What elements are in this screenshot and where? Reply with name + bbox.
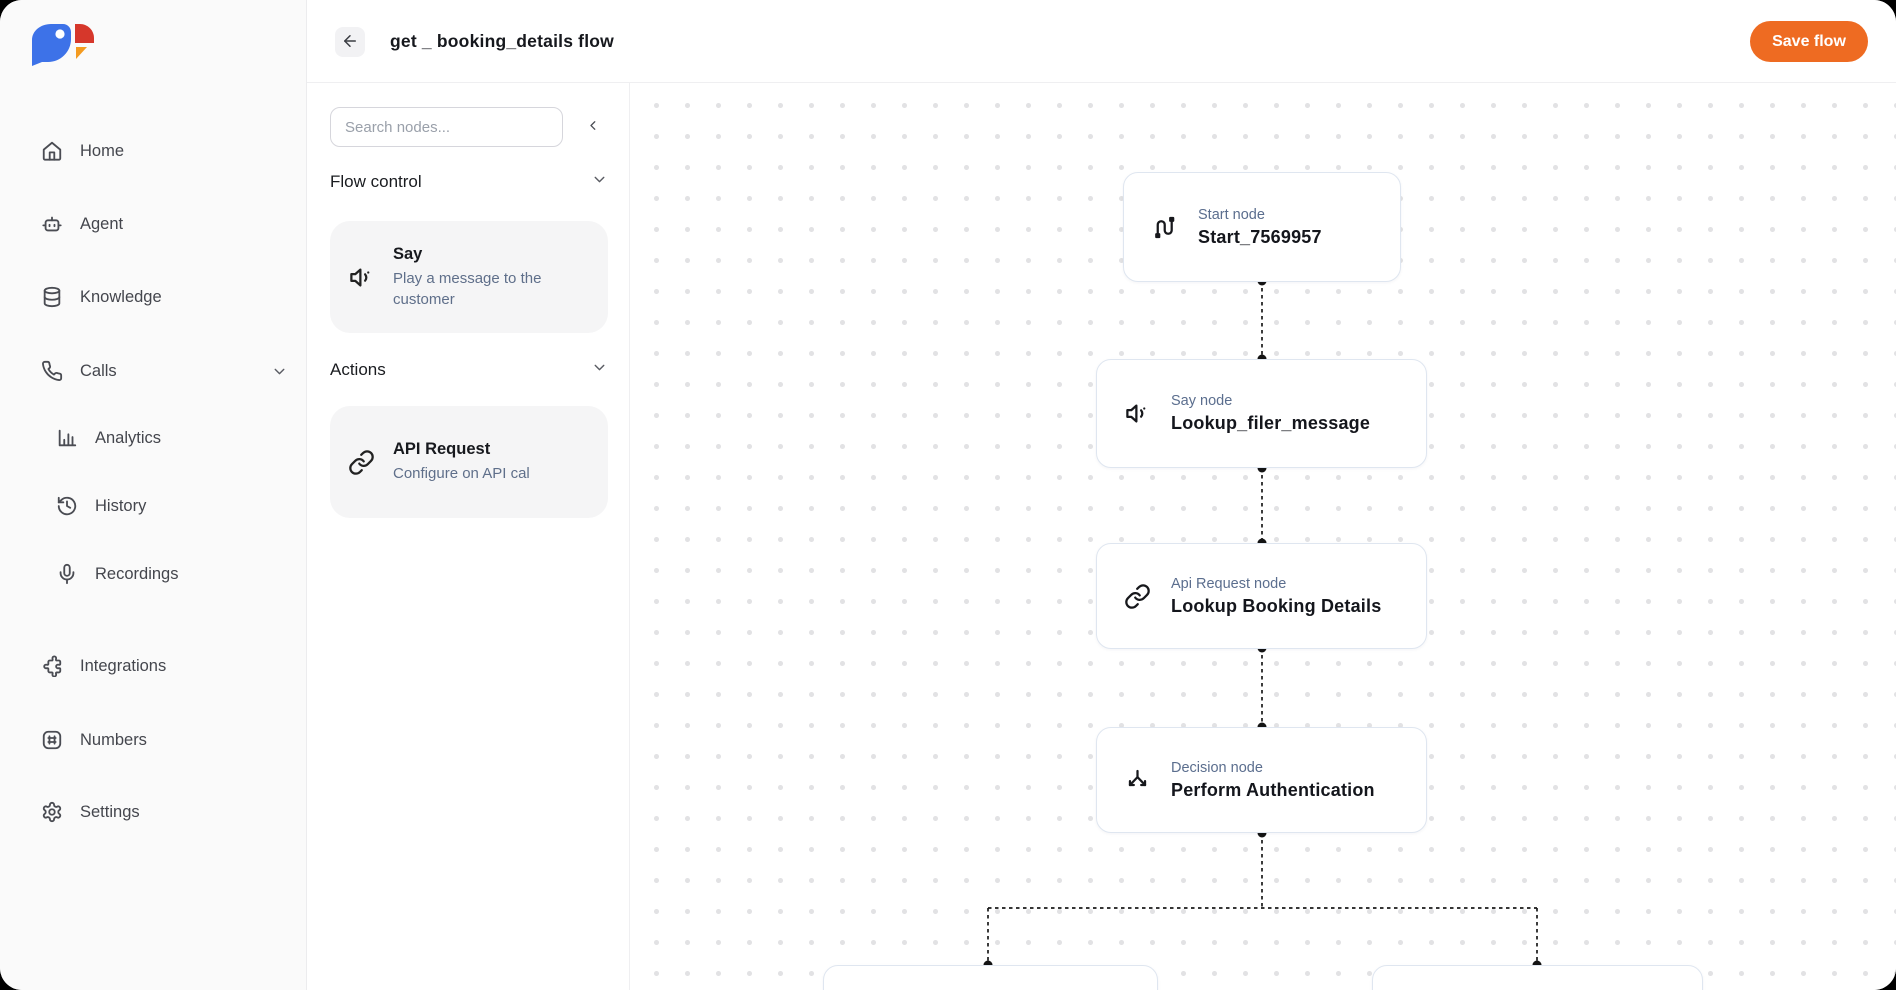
microphone-icon — [55, 563, 78, 586]
node-name: Start_7569957 — [1198, 226, 1322, 247]
sidebar-item-label: Numbers — [80, 730, 147, 749]
node-branch-left[interactable] — [823, 965, 1158, 990]
hash-square-icon — [40, 729, 63, 752]
sidebar-item-recordings[interactable]: Recordings — [55, 550, 178, 598]
sidebar-item-label: Settings — [80, 802, 140, 821]
split-arrows-icon — [1124, 767, 1151, 794]
sidebar-item-agent[interactable]: Agent — [40, 200, 123, 248]
node-name: Perform Authentication — [1171, 779, 1375, 800]
sidebar-item-settings[interactable]: Settings — [40, 788, 140, 836]
node-type-label: Start node — [1198, 206, 1265, 223]
cable-icon — [1151, 214, 1178, 241]
chevron-down-icon[interactable] — [271, 363, 288, 385]
sidebar-item-history[interactable]: History — [55, 482, 146, 530]
sidebar-item-home[interactable]: Home — [40, 127, 124, 175]
link-icon — [348, 449, 375, 476]
puzzle-icon — [40, 655, 63, 678]
flow-canvas[interactable]: Start node Start_7569957 Say node Lookup… — [630, 83, 1896, 990]
node-start[interactable]: Start node Start_7569957 — [1123, 172, 1401, 282]
sidebar: Home Agent Knowledge Calls — [0, 0, 307, 990]
node-say[interactable]: Say node Lookup_filer_message — [1096, 359, 1427, 468]
sidebar-item-label: Recordings — [95, 564, 179, 583]
speaker-icon — [348, 264, 375, 291]
sidebar-item-calls[interactable]: Calls — [40, 347, 117, 395]
sidebar-item-integrations[interactable]: Integrations — [40, 642, 166, 690]
sidebar-item-label: Integrations — [80, 656, 167, 675]
node-name: Lookup_filer_message — [1171, 413, 1371, 433]
database-icon — [40, 286, 63, 309]
section-title: Actions — [330, 360, 386, 379]
palette-item-description: Play a message to the customer — [393, 269, 542, 308]
back-button[interactable] — [335, 27, 365, 57]
bar-chart-icon — [55, 427, 78, 450]
sidebar-item-label: Home — [80, 141, 125, 160]
sidebar-item-label: Analytics — [95, 428, 162, 447]
history-clock-icon — [55, 495, 78, 518]
sidebar-item-label: History — [95, 496, 147, 515]
palette-item-title: Say — [393, 244, 423, 263]
node-type-label: Say node — [1171, 393, 1233, 409]
section-title: Flow control — [330, 172, 422, 191]
link-icon — [1124, 583, 1151, 610]
node-api-request[interactable]: Api Request node Lookup Booking Details — [1096, 543, 1427, 649]
section-flow-control[interactable]: Flow control — [330, 171, 608, 193]
palette-item-description: Configure on API cal — [393, 465, 530, 482]
palette-item-api-request[interactable]: API Request Configure on API cal — [330, 406, 608, 518]
panel-collapse-button[interactable] — [583, 117, 603, 137]
robot-icon — [40, 213, 63, 236]
sidebar-item-analytics[interactable]: Analytics — [55, 414, 161, 462]
node-type-label: Decision node — [1171, 759, 1263, 776]
search-nodes-input[interactable] — [330, 107, 563, 147]
node-branch-right[interactable] — [1372, 965, 1703, 990]
chevron-left-icon — [586, 118, 601, 136]
save-flow-button[interactable]: Save flow — [1750, 21, 1868, 62]
sidebar-item-label: Calls — [80, 361, 117, 380]
section-actions[interactable]: Actions — [330, 359, 608, 381]
parrot-logo[interactable] — [28, 20, 94, 70]
chevron-down-icon — [591, 359, 608, 381]
palette-item-say[interactable]: Say Play a message to the customer — [330, 221, 608, 333]
node-palette: Flow control Say Play a message to the c… — [307, 83, 630, 990]
sidebar-item-label: Knowledge — [80, 287, 162, 306]
parrot-logo-icon — [32, 24, 94, 66]
palette-item-title: API Request — [393, 440, 491, 458]
speaker-icon — [1124, 400, 1151, 427]
chevron-down-icon — [591, 171, 608, 193]
arrow-left-icon — [341, 32, 359, 53]
phone-icon — [40, 360, 63, 383]
home-icon — [40, 140, 63, 163]
page-title: get _ booking_details flow — [390, 31, 614, 51]
sidebar-item-numbers[interactable]: Numbers — [40, 716, 147, 764]
node-name: Lookup Booking Details — [1171, 595, 1382, 616]
node-type-label: Api Request node — [1171, 575, 1287, 592]
topbar: get _ booking_details flow Save flow — [307, 0, 1896, 83]
node-decision[interactable]: Decision node Perform Authentication — [1096, 727, 1427, 833]
gear-icon — [40, 801, 63, 824]
sidebar-item-label: Agent — [80, 214, 124, 233]
sidebar-item-knowledge[interactable]: Knowledge — [40, 273, 162, 321]
